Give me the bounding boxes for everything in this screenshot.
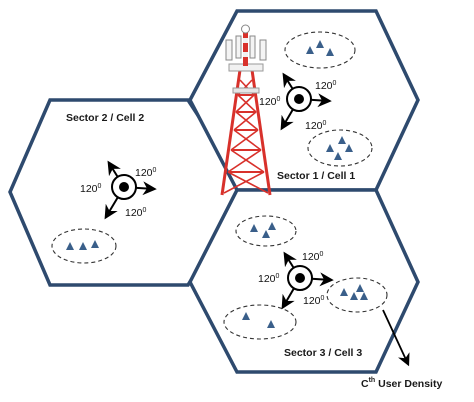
user-icon bbox=[262, 230, 270, 238]
sector-antenna-cell3 bbox=[281, 251, 334, 310]
angle-label: 1200 bbox=[303, 295, 325, 307]
angle-label: 1200 bbox=[315, 80, 337, 92]
angle-label: 1200 bbox=[305, 120, 327, 132]
user-cluster-cell1-right bbox=[307, 129, 373, 167]
angle-label: 1200 bbox=[135, 167, 157, 179]
user-icon bbox=[306, 46, 314, 54]
user-icon bbox=[326, 144, 334, 152]
user-icon bbox=[268, 222, 276, 230]
user-icon bbox=[91, 240, 99, 248]
user-icon bbox=[326, 48, 334, 56]
angle-label: 1200 bbox=[258, 273, 280, 285]
user-cluster-cell3-right bbox=[326, 277, 388, 313]
user-icon bbox=[345, 144, 353, 152]
user-icon bbox=[340, 288, 348, 296]
density-arrow bbox=[382, 309, 410, 367]
user-icon bbox=[316, 40, 324, 48]
user-density-label: Cth User Density bbox=[361, 377, 442, 390]
cell-label-sector-1: Sector 1 / Cell 1 bbox=[277, 170, 355, 182]
user-cluster-cell3-top bbox=[235, 215, 297, 247]
cell-label-sector-2: Sector 2 / Cell 2 bbox=[66, 112, 144, 124]
user-icon bbox=[338, 136, 346, 144]
user-icon bbox=[334, 152, 342, 160]
sector-antenna-cell1 bbox=[280, 72, 332, 131]
user-icon bbox=[267, 320, 275, 328]
user-icon bbox=[79, 242, 87, 250]
user-cluster-cell1-top bbox=[284, 31, 356, 69]
user-icon bbox=[242, 312, 250, 320]
sector-antenna-cell2 bbox=[104, 160, 157, 220]
user-icon bbox=[350, 292, 358, 300]
angle-label: 1200 bbox=[80, 183, 102, 195]
user-icon bbox=[66, 242, 74, 250]
angle-label: 1200 bbox=[125, 207, 147, 219]
user-icon bbox=[356, 284, 364, 292]
cell-label-sector-3: Sector 3 / Cell 3 bbox=[284, 347, 362, 359]
cell-tower-icon bbox=[220, 24, 272, 196]
user-icon bbox=[360, 292, 368, 300]
angle-label: 1200 bbox=[302, 251, 324, 263]
user-cluster-cell2 bbox=[51, 228, 117, 264]
angle-label: 1200 bbox=[259, 96, 281, 108]
user-cluster-cell3-bottom bbox=[223, 304, 297, 340]
user-icon bbox=[250, 224, 258, 232]
